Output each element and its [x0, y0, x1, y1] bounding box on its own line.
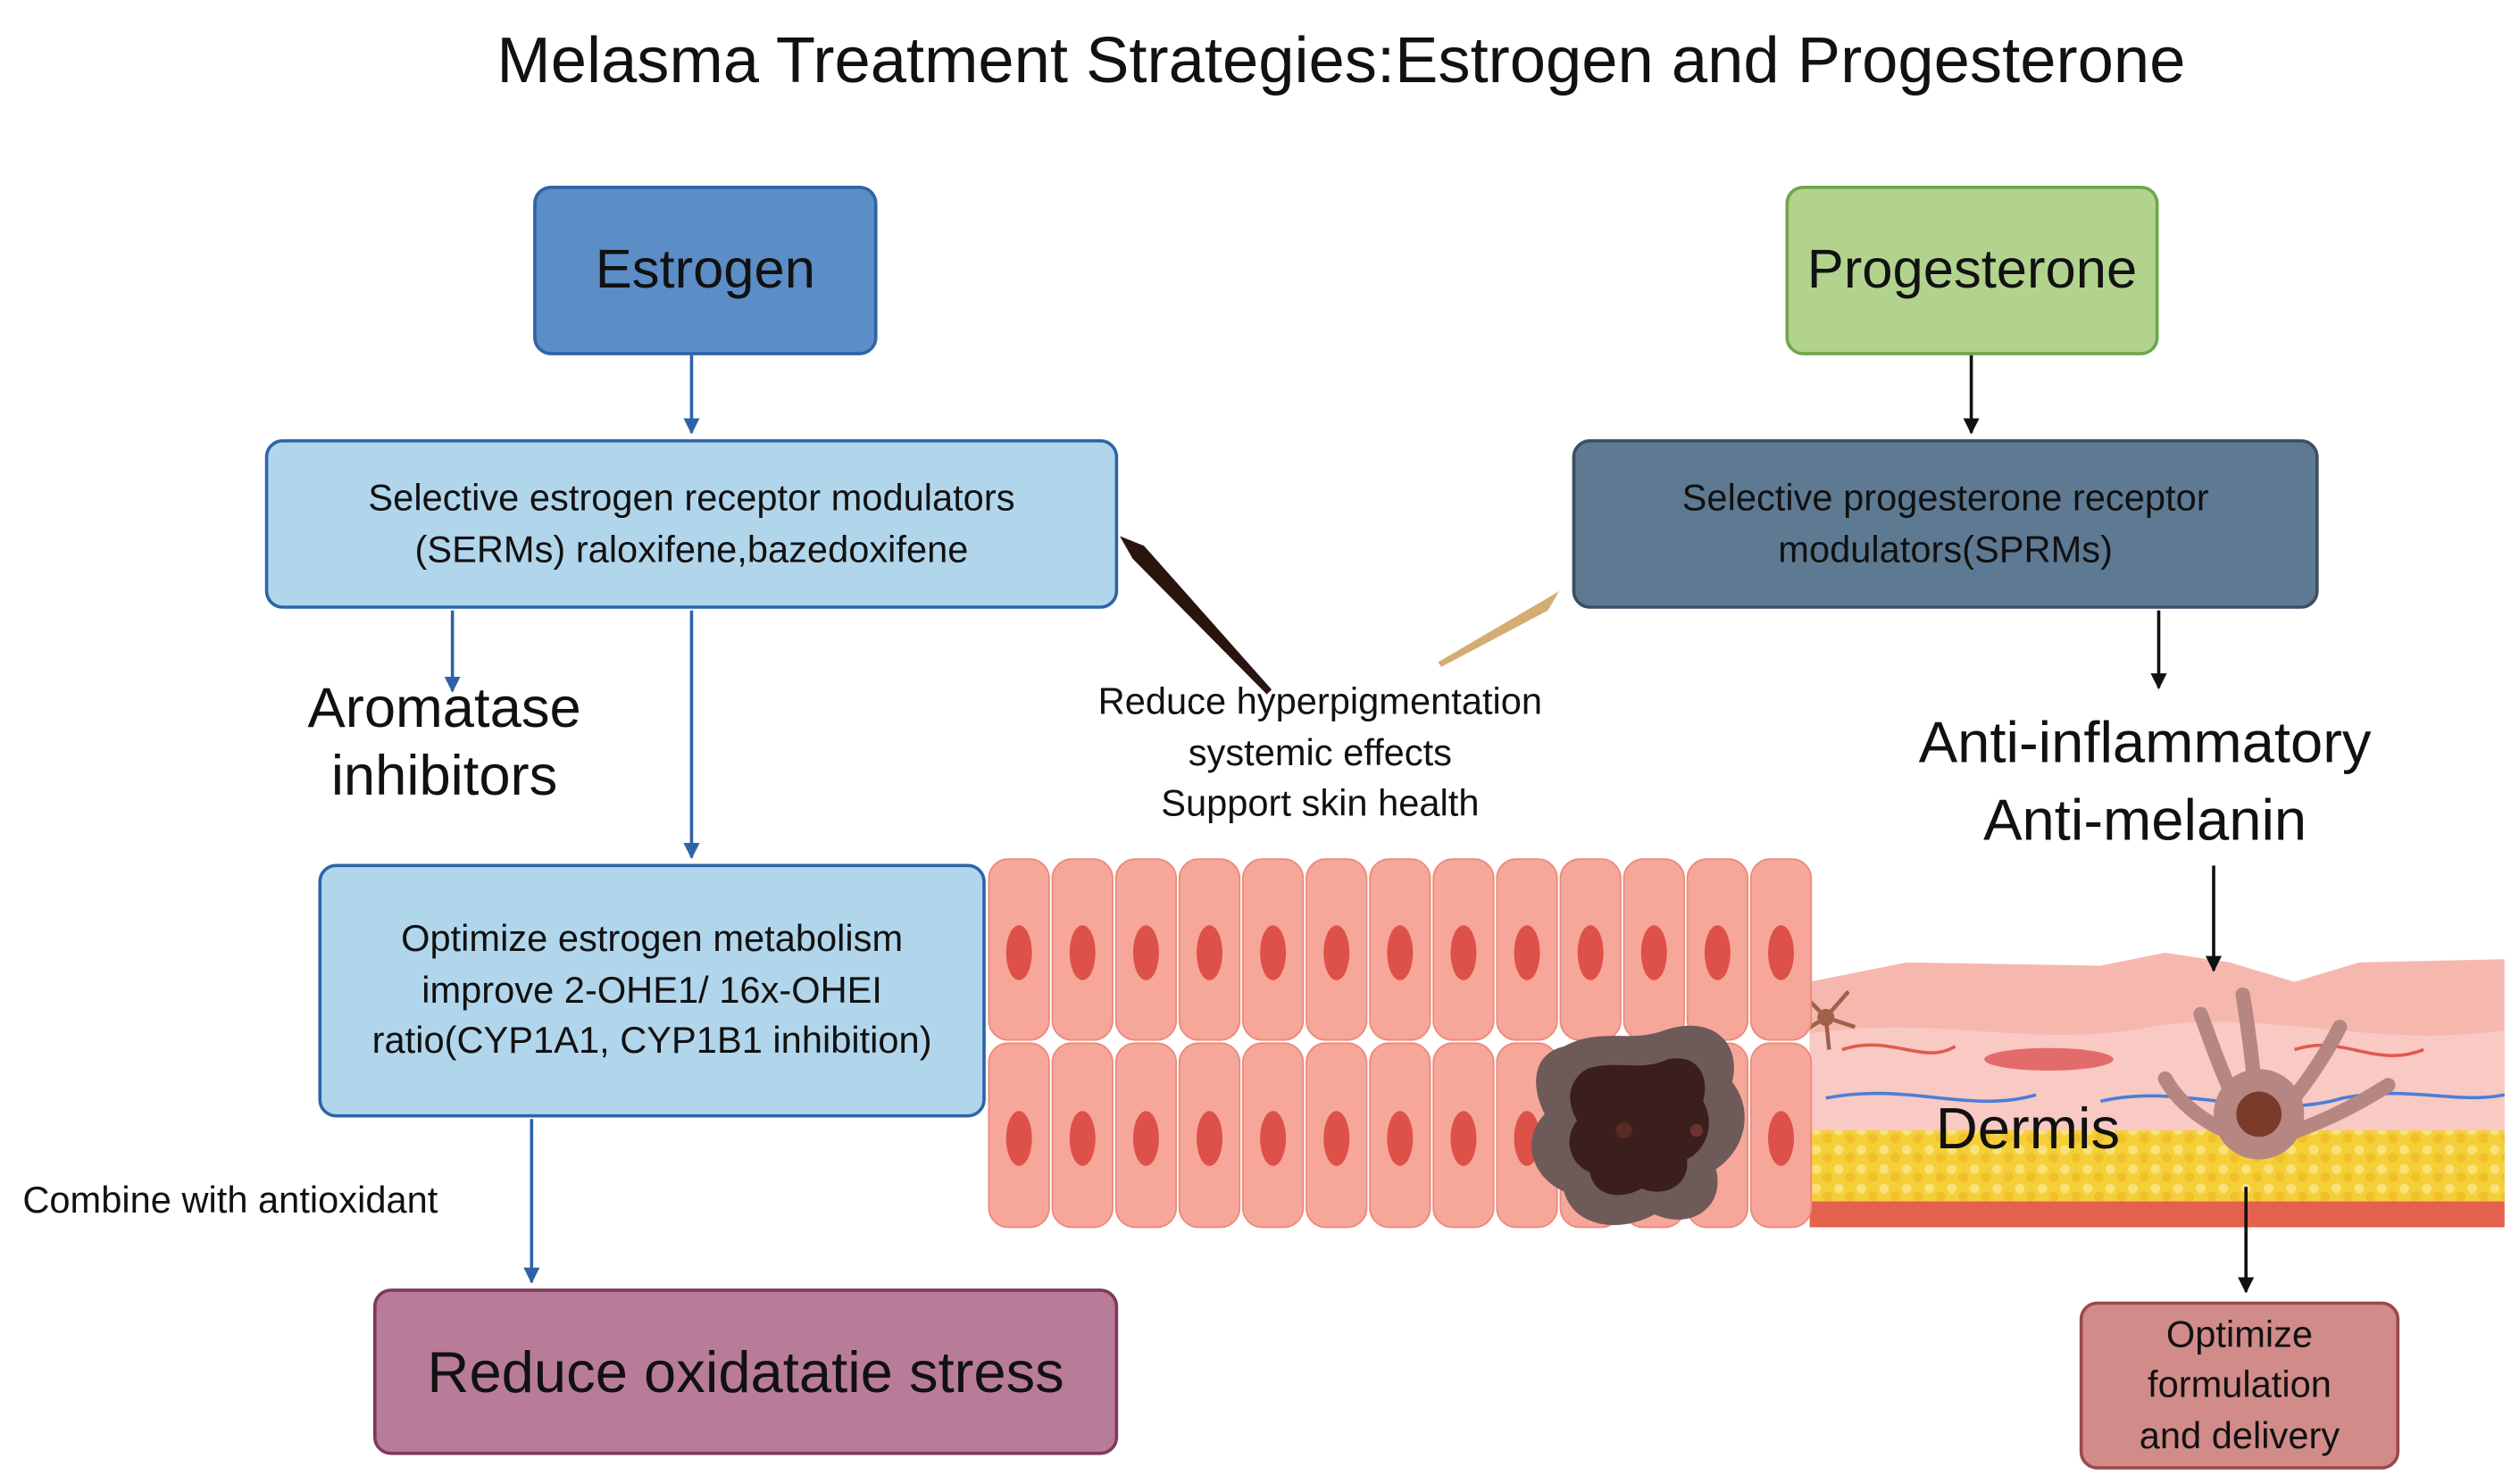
cell-nucleus — [1005, 1111, 1032, 1166]
dermis-label: Dermis — [1935, 1095, 2121, 1162]
anti-inflammatory-label: Anti-inflammatory Anti-melanin — [1918, 708, 2372, 853]
immune-cell — [1798, 989, 1856, 1050]
progesterone-box: Progesterone — [1785, 185, 2159, 355]
cell-nucleus — [1768, 925, 1794, 980]
cell-nucleus — [1704, 925, 1731, 980]
cell-nucleus — [1323, 1111, 1350, 1166]
cell-nucleus — [1640, 925, 1667, 980]
cell-nucleus — [1260, 1111, 1287, 1166]
skin-section-illustration — [1798, 953, 2506, 1228]
sprm-box: Selective progesterone receptor modulato… — [1572, 438, 2319, 609]
capillary — [1841, 1043, 2424, 1057]
cell-nucleus — [1450, 1111, 1477, 1166]
cell-nucleus — [1197, 925, 1222, 980]
formulation-box: Optimize formulation and delivery — [2079, 1301, 2400, 1470]
aromatase-label: Aromatase inhibitors — [307, 676, 581, 808]
arrow-to-serm — [1119, 536, 1272, 695]
fat-layer — [1809, 1130, 2505, 1202]
cell-nucleus — [1387, 925, 1414, 980]
cell-nucleus — [1387, 1111, 1414, 1166]
melanin-deposit — [1531, 1025, 1745, 1226]
cell-nucleus — [1132, 1111, 1159, 1166]
arrow-to-sprm — [1438, 590, 1560, 667]
melanocyte — [2157, 987, 2396, 1160]
cell-nucleus — [1197, 1111, 1222, 1166]
cell-nucleus — [1132, 925, 1159, 980]
cell-nucleus — [1323, 925, 1350, 980]
cell-nucleus — [1005, 925, 1032, 980]
cell-nucleus — [1069, 1111, 1096, 1166]
cell-nucleus — [1450, 925, 1477, 980]
dermal-spot — [1984, 1047, 2114, 1071]
serm-box: Selective estrogen receptor modulators (… — [264, 438, 1119, 609]
cell-nucleus — [1069, 925, 1096, 980]
cell-nucleus — [1577, 925, 1604, 980]
cell-nucleus — [1260, 925, 1287, 980]
muscle-layer — [1809, 1201, 2505, 1228]
cell-nucleus — [1514, 925, 1540, 980]
estrogen-box: Estrogen — [533, 185, 878, 355]
estrogen-metabolism-box: Optimize estrogen metabolism improve 2-O… — [318, 863, 986, 1118]
antioxidant-label: Combine with antioxidant — [22, 1179, 438, 1221]
effects-label: Reduce hyperpigmentation systemic effect… — [1097, 679, 1543, 824]
oxidative-stress-box: Reduce oxidatatie stress — [372, 1288, 1119, 1455]
cell-nucleus — [1768, 1111, 1794, 1166]
diagram-title: Melasma Treatment Strategies:Estrogen an… — [496, 25, 2186, 97]
